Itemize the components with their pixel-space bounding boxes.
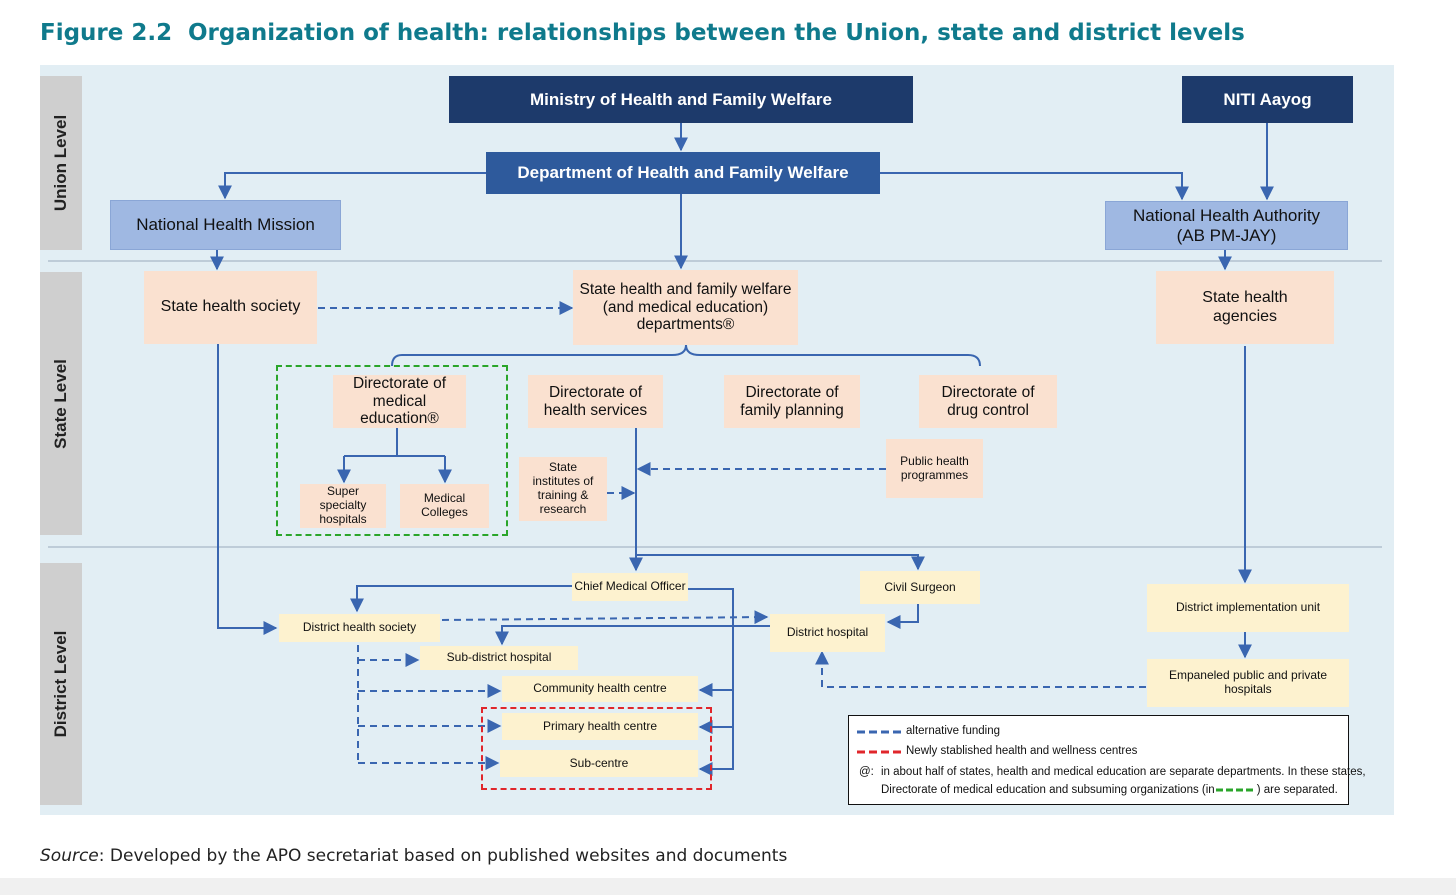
state-health-society-box: State health society — [144, 271, 317, 344]
department-of-health-box: Department of Health and Family Welfare — [486, 152, 880, 194]
medical-education-group-outline — [276, 365, 508, 536]
district-health-society-box: District health society — [279, 614, 440, 642]
chief-medical-officer-box: Chief Medical Officer — [572, 573, 688, 601]
legend-green-dash-sample — [1215, 788, 1256, 792]
public-health-programmes-box: Public health programmes — [886, 439, 983, 498]
legend-note-line2-b: ) are separated. — [1256, 784, 1338, 796]
health-wellness-centres-outline — [481, 707, 712, 790]
directorate-health-services-box: Directorate of health services — [528, 375, 663, 428]
source-note: Source: Developed by the APO secretariat… — [40, 846, 787, 866]
state-institutes-box: State institutes of training & research — [519, 457, 607, 521]
community-health-centre-box: Community health centre — [502, 676, 698, 702]
figure-number: Figure 2.2 — [40, 20, 173, 46]
state-level-band: State Level — [40, 272, 82, 535]
sub-district-hospital-box: Sub-district hospital — [420, 646, 578, 670]
legend-alt-funding: alternative funding — [906, 725, 1000, 737]
sub-centre-box: Sub-centre — [500, 750, 698, 777]
medical-colleges-box: Medical Colleges — [400, 484, 489, 528]
legend-red-dash-sample — [857, 750, 902, 754]
source-label: Source — [40, 846, 99, 866]
state-health-agencies-box: State health agencies — [1156, 271, 1334, 344]
national-health-authority-box: National Health Authority (AB PM-JAY) — [1105, 201, 1348, 250]
state-hfw-departments-box: State health and family welfare (and med… — [573, 270, 798, 345]
directorate-medical-education-box: Directorate of medical education® — [333, 375, 466, 428]
footer-band — [0, 878, 1456, 895]
legend-note-line2-a: Directorate of medical education and sub… — [881, 784, 1215, 796]
legend-note-line2: Directorate of medical education and sub… — [881, 784, 1338, 796]
niti-aayog-box: NITI Aayog — [1182, 76, 1353, 123]
legend-new-centres: Newly stablished health and wellness cen… — [906, 745, 1138, 757]
super-specialty-hospitals-box: Super specialty hospitals — [300, 484, 386, 528]
union-level-band: Union Level — [40, 76, 82, 250]
legend-at-symbol: @: — [859, 766, 874, 778]
empaneled-hospitals-box: Empaneled public and private hospitals — [1147, 659, 1349, 707]
directorate-drug-control-box: Directorate of drug control — [919, 375, 1057, 428]
legend-note-line1: in about half of states, health and medi… — [881, 766, 1366, 778]
civil-surgeon-box: Civil Surgeon — [860, 571, 980, 604]
legend-blue-dash-sample — [857, 730, 902, 734]
district-level-band: District Level — [40, 563, 82, 805]
ministry-of-health-box: Ministry of Health and Family Welfare — [449, 76, 913, 123]
district-hospital-box: District hospital — [770, 614, 885, 652]
source-text: : Developed by the APO secretariat based… — [98, 846, 788, 866]
legend: alternative funding Newly stablished hea… — [848, 715, 1366, 805]
primary-health-centre-box: Primary health centre — [502, 713, 698, 740]
figure-title: Organization of health: relationships be… — [188, 20, 1245, 46]
directorate-family-planning-box: Directorate of family planning — [724, 375, 860, 428]
national-health-mission-box: National Health Mission — [110, 200, 341, 250]
district-implementation-unit-box: District implementation unit — [1147, 584, 1349, 632]
